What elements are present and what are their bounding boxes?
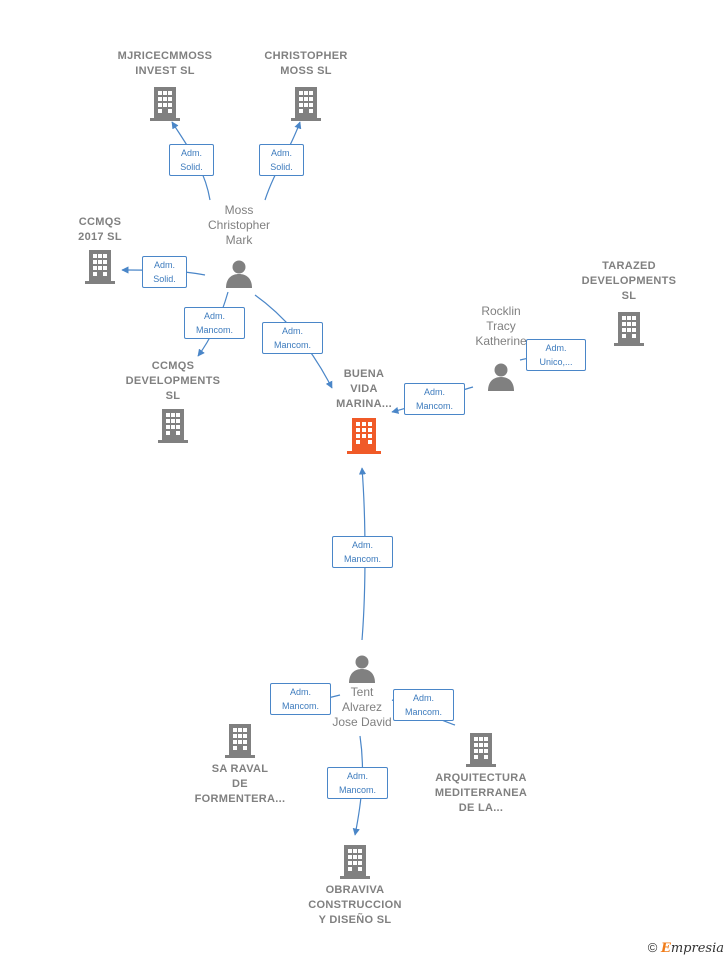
company-node-mjricemmoss[interactable]: MJRICECMMOSS INVEST SL [100, 49, 230, 121]
company-node-tarazed[interactable]: TARAZED DEVELOPMENTS SL [569, 259, 689, 346]
building-icon [85, 250, 115, 284]
brand-name: Empresia [660, 941, 724, 956]
company-node-ccmqs-2017[interactable]: CCMQS 2017 SL [62, 215, 138, 284]
person-icon [488, 363, 514, 391]
edge-label-moss-ccmqs-dev[interactable]: Adm. Mancom. [184, 307, 245, 339]
edge-label-moss-mjricemmoss[interactable]: Adm. Solid. [169, 144, 214, 176]
company-label: CCMQS 2017 SL [78, 216, 122, 243]
building-icon [150, 87, 180, 121]
company-label: CHRISTOPHER MOSS SL [264, 50, 348, 77]
company-node-buena-vida-main[interactable]: BUENA VIDA MARINA... [314, 367, 414, 454]
building-icon [347, 418, 381, 454]
company-label: ARQUITECTURA MEDITERRANEA DE LA... [434, 772, 528, 814]
person-icon [349, 655, 375, 683]
company-node-obraviva[interactable]: OBRAVIVA CONSTRUCCION Y DISEÑO SL [295, 843, 415, 928]
building-icon [614, 312, 644, 346]
company-node-ccmqs-developments[interactable]: CCMQS DEVELOPMENTS SL [113, 359, 233, 443]
company-node-christopher-moss[interactable]: CHRISTOPHER MOSS SL [246, 49, 366, 121]
company-label: CCMQS DEVELOPMENTS SL [125, 360, 221, 402]
building-icon [158, 409, 188, 443]
company-label: BUENA VIDA MARINA... [336, 368, 392, 410]
edge-label-tent-obraviva[interactable]: Adm. Mancom. [327, 767, 388, 799]
edge-label-tent-arquitectura[interactable]: Adm. Mancom. [393, 689, 454, 721]
edge-label-rocklin-buena-vida[interactable]: Adm. Mancom. [404, 383, 465, 415]
company-label: OBRAVIVA CONSTRUCCION Y DISEÑO SL [308, 884, 402, 926]
company-node-sa-raval[interactable]: SA RAVAL DE FORMENTERA... [180, 722, 300, 807]
edge-label-tent-sa-raval[interactable]: Adm. Mancom. [270, 683, 331, 715]
person-node-rocklin[interactable]: Rocklin Tracy Katherine [461, 304, 541, 391]
person-node-tent[interactable]: Tent Alvarez Jose David [312, 653, 412, 730]
edge-label-moss-ccmqs-2017[interactable]: Adm. Solid. [142, 256, 187, 288]
person-label: Moss Christopher Mark [207, 203, 271, 247]
person-label: Rocklin Tracy Katherine [475, 304, 527, 348]
copyright-symbol: © [647, 940, 658, 955]
edge-label-moss-christopher-moss[interactable]: Adm. Solid. [259, 144, 304, 176]
person-label: Tent Alvarez Jose David [332, 685, 392, 729]
company-label: TARAZED DEVELOPMENTS SL [581, 260, 677, 302]
edge-label-rocklin-tarazed[interactable]: Adm. Unico,... [526, 339, 586, 371]
building-icon [340, 845, 370, 879]
building-icon [466, 733, 496, 767]
company-label: MJRICECMMOSS INVEST SL [117, 50, 213, 77]
building-icon [225, 724, 255, 758]
edge-label-tent-buena-vida[interactable]: Adm. Mancom. [332, 536, 393, 568]
company-node-arquitectura[interactable]: ARQUITECTURA MEDITERRANEA DE LA... [421, 731, 541, 816]
building-icon [291, 87, 321, 121]
person-icon [226, 260, 252, 288]
empresia-logo[interactable]: © Empresia [648, 940, 724, 956]
company-label: SA RAVAL DE FORMENTERA... [194, 763, 286, 805]
person-node-moss[interactable]: Moss Christopher Mark [189, 203, 289, 288]
edge-label-moss-buena-vida[interactable]: Adm. Mancom. [262, 322, 323, 354]
